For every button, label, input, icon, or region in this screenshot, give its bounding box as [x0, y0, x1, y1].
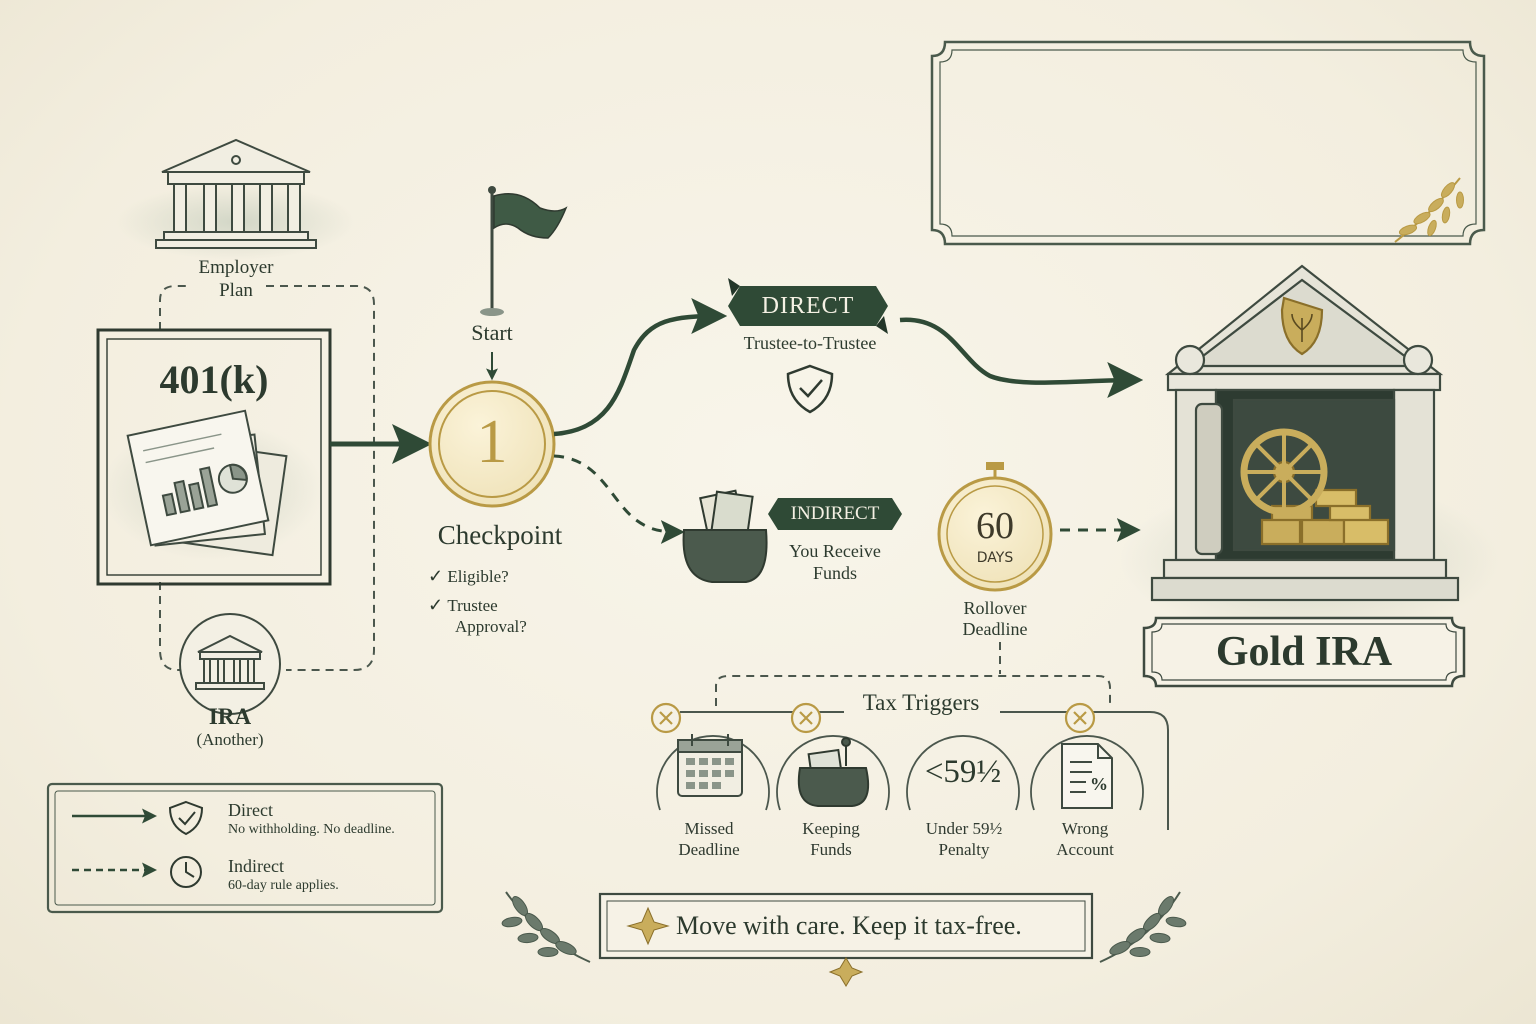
document-percent-icon [1061, 743, 1113, 809]
x-mark-icon [650, 702, 1096, 734]
legend-direct-text: Direct No withholding. No deadline. [228, 800, 395, 837]
indirect-banner-label: INDIRECT [790, 503, 880, 524]
checkmark-icon: ✓ [428, 595, 444, 615]
tax-trigger-circles [656, 735, 1144, 811]
start-label: Start [471, 320, 513, 345]
indirect-sub-label: You Receive Funds [789, 541, 881, 583]
direct-sub-label: Trustee-to-Trustee [743, 333, 877, 353]
purse-icon [797, 737, 870, 807]
legend-shield-icon [168, 800, 204, 836]
gold-ira-title: Gold IRA [1215, 629, 1393, 675]
gold-ira-plaque [1142, 616, 1466, 688]
laurel-branch-right-icon [1099, 891, 1187, 963]
checkpoint-checklist: ✓ Eligible? ✓ Trustee Approval? [428, 566, 588, 637]
laurel-sprig-icon [1394, 177, 1464, 243]
wallet-money-icon [682, 489, 768, 583]
direct-path-to-vault [899, 317, 1144, 399]
deadline-label: Rollover Deadline [962, 598, 1028, 639]
legend-indirect-text: Indirect 60-day rule applies. [228, 856, 339, 893]
footer-banner [598, 892, 1094, 960]
under-59-icon-text: <59½ [924, 754, 1002, 790]
footer-ornament-icon [828, 957, 864, 987]
direct-banner-label: DIRECT [761, 293, 855, 319]
documents-chart-icon [102, 409, 322, 560]
check-item-trustee: ✓ Trustee [428, 595, 498, 615]
compass-star-icon [626, 906, 670, 946]
gold-vault-icon [1120, 264, 1500, 640]
tax-trigger-connectors [715, 642, 1111, 706]
direct-banner [728, 278, 888, 334]
indirect-banner [768, 498, 902, 530]
legend-clock-icon [170, 856, 202, 888]
k401-title: 401(k) [159, 357, 269, 402]
stopwatch-icon [937, 462, 1053, 592]
deadline-number: 60 [976, 505, 1014, 547]
employer-bank-icon [116, 138, 356, 260]
indirect-path-arrow [553, 454, 685, 544]
source-connectors [159, 285, 375, 671]
direct-path-arrow [553, 298, 728, 437]
document-percent-text: % [1090, 774, 1108, 794]
k401-frame [96, 328, 332, 586]
calendar-icon [677, 734, 743, 797]
ira-label: IRA (Another) [196, 704, 264, 749]
checkpoint-coin [428, 380, 556, 508]
legend-box [46, 782, 444, 914]
checkpoint-title: Checkpoint [437, 520, 563, 550]
checkpoint-number: 1 [476, 408, 508, 476]
start-flag-icon [480, 186, 568, 316]
shield-check-icon [786, 364, 834, 414]
check-item-approval: Approval? [455, 617, 527, 636]
footer-motto: Move with care. Keep it tax-free. [676, 911, 1022, 940]
ira-bank-icon [179, 613, 281, 715]
deadline-unit: DAYS [976, 550, 1014, 566]
empty-ornamental-frame [930, 40, 1486, 246]
checkmark-icon: ✓ [428, 566, 444, 586]
tax-triggers-title: Tax Triggers [862, 690, 980, 715]
laurel-branch-left-icon [501, 891, 591, 963]
check-item-eligible: ✓ Eligible? [428, 566, 509, 586]
employer-plan-label: Employer Plan [198, 257, 274, 301]
